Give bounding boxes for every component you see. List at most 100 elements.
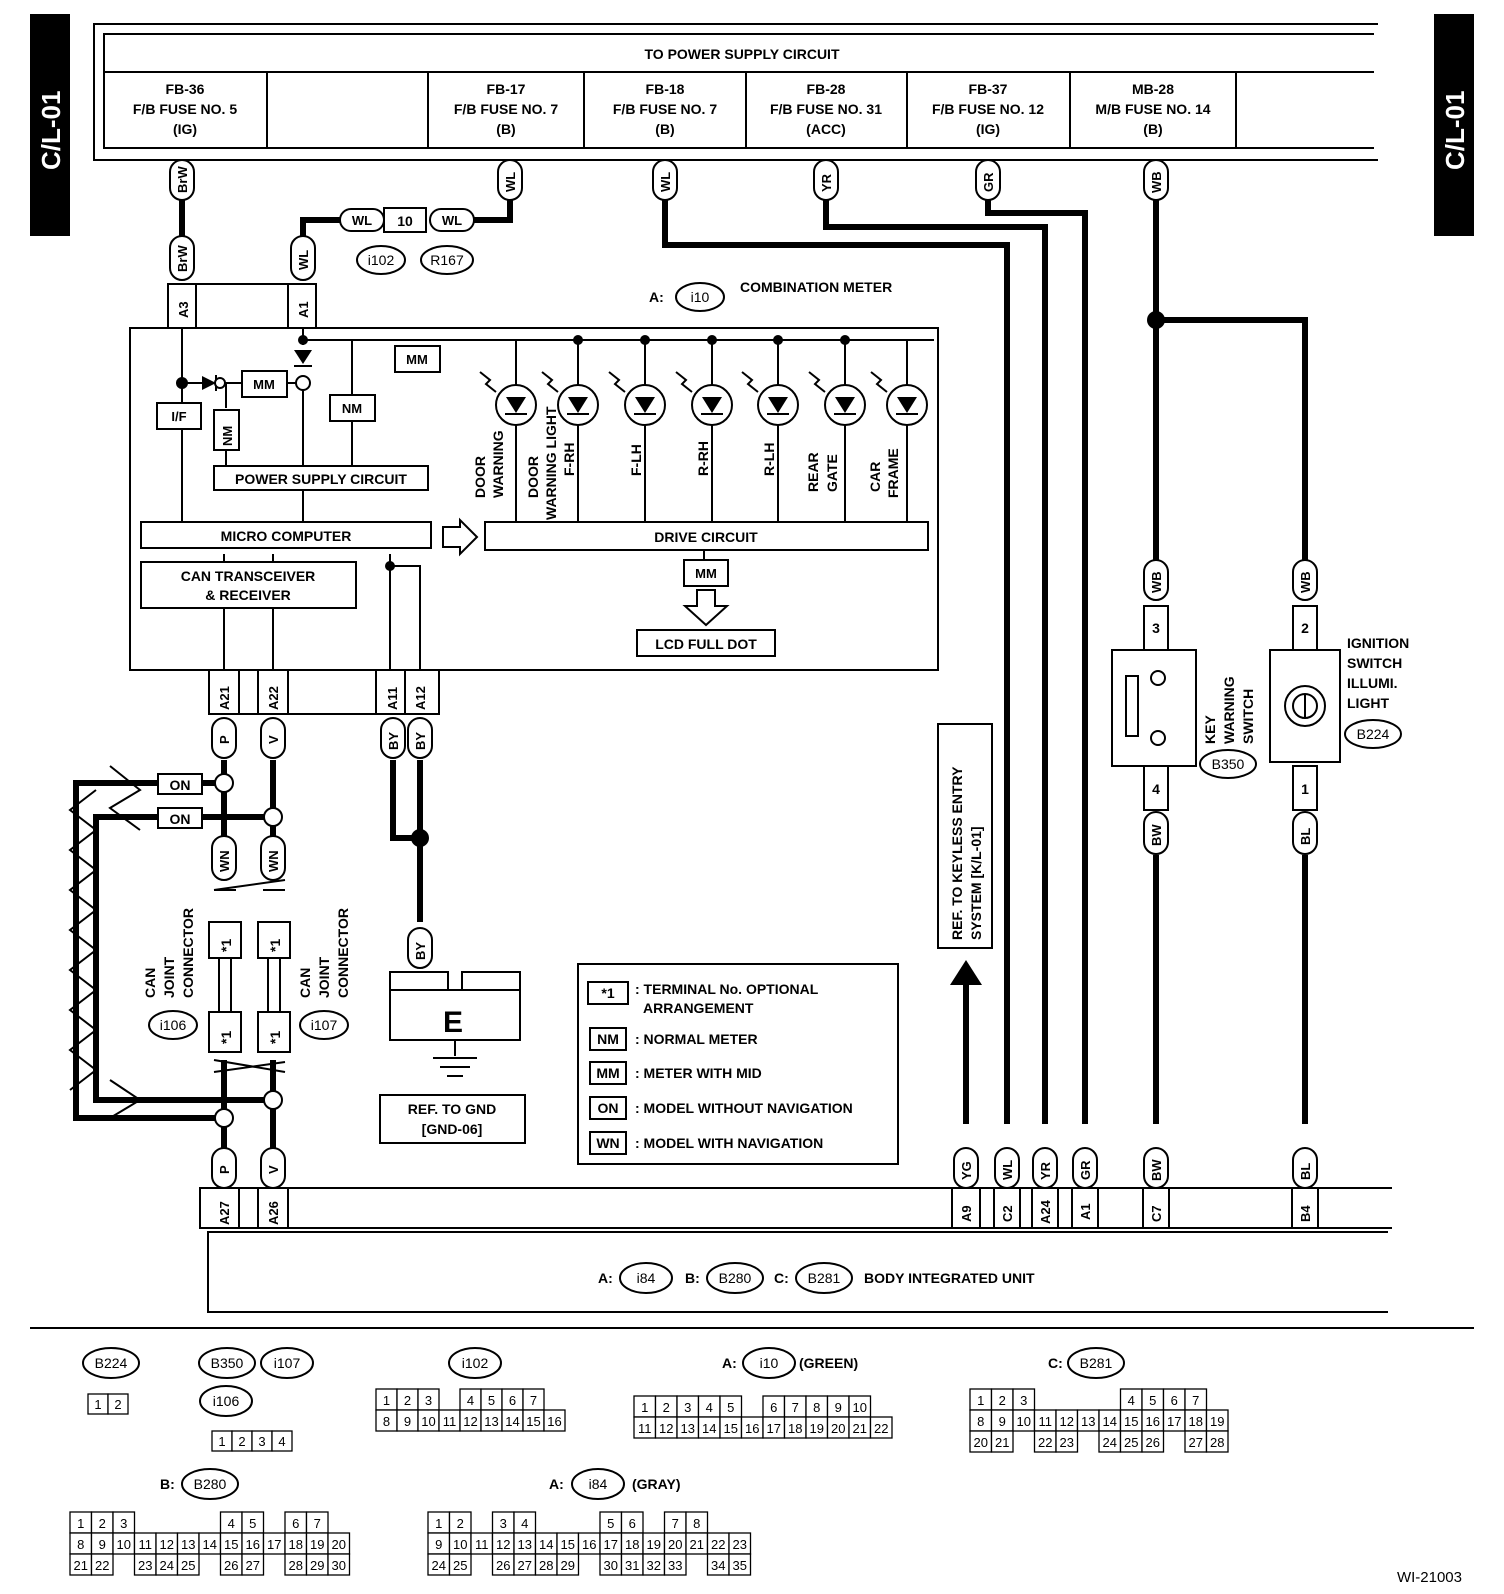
pin-number: 5 [1149, 1393, 1156, 1408]
pin-cell: 9 [90, 1532, 114, 1555]
pin-cell: 18 [620, 1532, 644, 1555]
svg-text:*1: *1 [601, 985, 614, 1001]
pin-number: 22 [95, 1558, 109, 1573]
led-icon [541, 371, 599, 426]
svg-text:i84: i84 [589, 1476, 608, 1492]
wire-label-brw: BrW [169, 159, 195, 201]
pin-cell: 4 [697, 1395, 721, 1418]
pin-cell: 32 [642, 1553, 666, 1576]
pin-number: 1 [977, 1393, 984, 1408]
wire-label-bl: BL [1292, 1147, 1318, 1189]
pin-cell: 2 [396, 1388, 419, 1411]
pin-number: 5 [727, 1400, 734, 1415]
pin-number: 35 [733, 1558, 747, 1573]
svg-text:: METER WITH MID: : METER WITH MID [635, 1065, 762, 1081]
pin-number: 21 [690, 1537, 704, 1552]
pin-number: 26 [224, 1558, 238, 1573]
power-supply-circuit: POWER SUPPLY CIRCUIT [235, 471, 407, 487]
pin-cell: 17 [1162, 1409, 1186, 1432]
wire-label-gr: GR [975, 159, 1001, 201]
pin-cell: 19 [305, 1532, 329, 1555]
pin-cell: 10 [1012, 1409, 1036, 1432]
pin-cell: 1 [633, 1395, 657, 1418]
pin-cell: 2 [90, 1511, 114, 1534]
svg-text:: MODEL WITH NAVIGATION: : MODEL WITH NAVIGATION [635, 1135, 823, 1151]
pin-cell: 25 [448, 1553, 472, 1576]
ground-ref: REF. TO GND [408, 1101, 496, 1117]
pin-number: 9 [835, 1400, 842, 1415]
svg-text:BW: BW [1149, 1159, 1164, 1181]
page-ref-left-tab: C/L-01 [30, 14, 70, 236]
pin-cell: 7 [663, 1511, 687, 1534]
pin-cell: 11 [133, 1532, 157, 1555]
terminal-label: A26 [266, 1201, 281, 1225]
page-ref-right: C/L-01 [1440, 91, 1470, 170]
wire-label-wb: WB [1143, 159, 1169, 201]
terminal-label: A21 [217, 686, 232, 710]
pin-number: 17 [1167, 1414, 1181, 1429]
pin-cell: 14 [534, 1532, 558, 1555]
pin-number: 5 [607, 1516, 614, 1531]
pin-cell: 19 [805, 1416, 829, 1439]
svg-text:B:: B: [685, 1270, 700, 1286]
pin-cell: 6 [284, 1511, 308, 1534]
wire-label-wn: WN [260, 835, 286, 881]
svg-text:WARNING: WARNING [490, 430, 506, 498]
conn-view-b350: B350 i107 i106 [198, 1347, 314, 1417]
pin-number: 2 [999, 1393, 1006, 1408]
terminal-label: A3 [176, 301, 191, 318]
terminal-label: A22 [266, 686, 281, 710]
svg-text:REAR: REAR [805, 452, 821, 492]
pin-cell: 21 [685, 1532, 709, 1555]
pin-cell: 3 [1012, 1388, 1036, 1411]
connector-ref: i84 [637, 1270, 656, 1286]
pin-cell: 14 [501, 1409, 524, 1432]
pin-number: 14 [539, 1537, 553, 1552]
pin-number: 23 [138, 1558, 152, 1573]
svg-text:CAR: CAR [867, 462, 883, 492]
svg-text:BrW: BrW [175, 166, 190, 193]
wire-label-yr: YR [1032, 1147, 1058, 1189]
connector-ref: i106 [160, 1017, 187, 1033]
mm-block: MM [695, 566, 717, 581]
pin-number: 25 [181, 1558, 195, 1573]
pin-cell: 2 [448, 1511, 472, 1534]
svg-text:1: 1 [1301, 781, 1309, 797]
wire-label-p: P [211, 1147, 237, 1189]
conn-view-i102: i102 [448, 1347, 502, 1379]
connector-views: B224 B350 i107 i106 i102 A: i10 (GREEN) … [69, 1347, 1229, 1576]
terminal-label: B4 [1298, 1205, 1313, 1222]
pin-cell: 4 [513, 1511, 537, 1534]
fuse-code: FB-36 [166, 81, 205, 97]
mm-block: MM [406, 352, 428, 367]
svg-text:WN: WN [217, 850, 232, 872]
connector-ref: B281 [808, 1270, 841, 1286]
pin-cell: 34 [706, 1553, 730, 1576]
pin-number: 3 [425, 1393, 432, 1408]
pin-number: 24 [160, 1558, 174, 1573]
wire-label-brw: BrW [169, 235, 195, 281]
svg-text:*1: *1 [267, 939, 283, 952]
svg-text:WN: WN [596, 1135, 619, 1151]
pin-cell: 23 [728, 1532, 752, 1555]
pin-cell: 26 [491, 1553, 515, 1576]
pin-cell: 6 [762, 1395, 786, 1418]
pin-cell: 26 [1141, 1430, 1165, 1453]
wire-label-p: P [211, 717, 237, 759]
pin-cell: 18 [284, 1532, 308, 1555]
if-block: I/F [171, 409, 186, 424]
pin-cell: 3 [491, 1511, 515, 1534]
pin-number: 29 [561, 1558, 575, 1573]
wire-label-v: V [260, 717, 286, 759]
pin-number: 28 [1210, 1435, 1224, 1450]
pin-number: 17 [604, 1537, 618, 1552]
pin-number: 18 [788, 1421, 802, 1436]
pin-cell: 24 [155, 1553, 179, 1576]
pin-cell: 6 [1162, 1388, 1186, 1411]
fuse-mode: (B) [496, 121, 515, 137]
pin-number: 15 [561, 1537, 575, 1552]
pin-number: 17 [267, 1537, 281, 1552]
